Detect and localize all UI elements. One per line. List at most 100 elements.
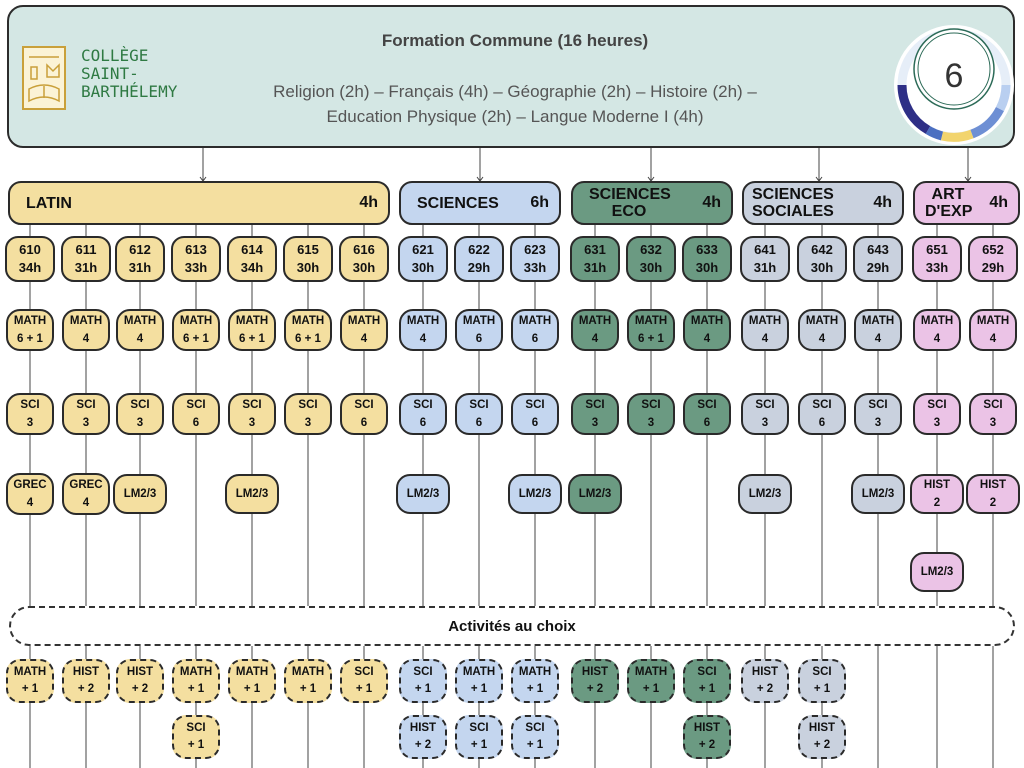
subject-614-sci-value: 3	[248, 417, 256, 429]
class-hours: 29h	[467, 260, 491, 275]
activity-622-math-label: MATH	[462, 666, 496, 678]
class-hours: 34h	[18, 260, 42, 275]
subject-642-sci-label: SCI	[812, 399, 832, 411]
activity-616-sci: SCI+ 1	[340, 659, 388, 703]
subject-613-sci-label: SCI	[186, 399, 206, 411]
activity-615-math-label: MATH	[291, 666, 325, 678]
class-code: 631	[584, 242, 606, 257]
class-hours: 30h	[411, 260, 435, 275]
subject-631-sci-label: SCI	[585, 399, 605, 411]
subject-631-sci-value: 3	[591, 417, 599, 429]
class-code: 641	[754, 242, 776, 257]
subject-623-math-label: MATH	[518, 315, 552, 327]
subject-610-math-label: MATH	[13, 315, 47, 327]
activity-613-math: MATH+ 1	[172, 659, 220, 703]
activity-612-hist-value: + 2	[131, 683, 149, 695]
activity-613-sci-label: SCI	[186, 722, 206, 734]
subject-615-math-label: MATH	[291, 315, 325, 327]
subject-632-math-value: 6 + 1	[638, 333, 664, 345]
subject-652-math-label: MATH	[976, 315, 1010, 327]
track-sciences-sociales: SCIENCES SOCIALES 4h	[742, 181, 904, 225]
track-sciences-sociales-hours: 4h	[873, 194, 892, 211]
subject-651-hist-label: HIST	[923, 479, 951, 491]
activity-642-hist-value: + 2	[813, 739, 831, 751]
activity-613-sci-value: + 1	[187, 739, 205, 751]
subject-611-sci-value: 3	[82, 417, 90, 429]
subject-623-sci-value: 6	[531, 417, 539, 429]
class-hours: 30h	[296, 260, 320, 275]
class-hours: 29h	[981, 260, 1005, 275]
common-subjects: Religion (2h) – Français (4h) – Géograph…	[209, 79, 821, 129]
subject-641-math-label: MATH	[748, 315, 782, 327]
class-hours: 33h	[925, 260, 949, 275]
activity-632-math: MATH+ 1	[627, 659, 675, 703]
subject-612-math-label: MATH	[123, 315, 157, 327]
subject-632-sci-label: SCI	[641, 399, 661, 411]
activity-623-math-label: MATH	[518, 666, 552, 678]
subject-616-math-value: 4	[360, 333, 368, 345]
class-code: 622	[468, 242, 490, 257]
subject-643-math-label: MATH	[861, 315, 895, 327]
activity-633-sci-label: SCI	[697, 666, 717, 678]
subject-614-lm2-3: LM2/3	[225, 474, 279, 514]
class-hours: 31h	[128, 260, 152, 275]
class-code: 612	[129, 242, 151, 257]
activity-633-sci-value: + 1	[698, 683, 716, 695]
activity-615-math-value: + 1	[299, 683, 317, 695]
class-code: 643	[867, 242, 889, 257]
activity-616-sci-label: SCI	[354, 666, 374, 678]
track-sciences-eco: SCIENCES ECO 4h	[571, 181, 733, 225]
class-code: 616	[353, 242, 375, 257]
subject-652-hist-value: 2	[989, 497, 997, 509]
activity-611-hist: HIST+ 2	[62, 659, 110, 703]
activity-641-hist: HIST+ 2	[741, 659, 789, 703]
activity-642-hist-label: HIST	[808, 722, 836, 734]
class-code: 613	[185, 242, 207, 257]
subject-631-sci: SCI 3	[571, 393, 619, 435]
activity-622-sci-label: SCI	[469, 722, 489, 734]
subject-612-lm2-3: LM2/3	[113, 474, 167, 514]
activity-641-hist-value: + 2	[756, 683, 774, 695]
subject-643-sci-value: 3	[874, 417, 882, 429]
subject-621-math-value: 4	[419, 333, 427, 345]
subject-643-lm2-3-label: LM2/3	[861, 488, 895, 500]
subject-641-sci-value: 3	[761, 417, 769, 429]
class-hours: 31h	[74, 260, 98, 275]
subject-633-math-label: MATH	[690, 315, 724, 327]
subject-623-lm2-3: LM2/3	[508, 474, 562, 514]
class-hours: 33h	[523, 260, 547, 275]
activity-610-math-value: + 1	[21, 683, 39, 695]
subject-614-lm2-3-label: LM2/3	[235, 488, 269, 500]
subject-611-grec-label: GREC	[69, 479, 103, 491]
school-name-line3: BARTHÉLEMY	[81, 82, 178, 101]
activity-642-sci-label: SCI	[812, 666, 832, 678]
header-title: Formation Commune (16 heures)	[381, 31, 649, 50]
subject-643-lm2-3: LM2/3	[851, 474, 905, 514]
subject-641-math-value: 4	[761, 333, 769, 345]
subject-652-sci-value: 3	[989, 417, 997, 429]
subject-612-sci-value: 3	[136, 417, 144, 429]
school-name: COLLÈGE SAINT- BARTHÉLEMY	[81, 47, 177, 101]
subject-621-sci-label: SCI	[413, 399, 433, 411]
common-training-header: COLLÈGE SAINT- BARTHÉLEMY Formation Comm…	[7, 5, 1015, 148]
activity-615-math: MATH + 1	[284, 659, 332, 703]
subject-641-sci-label: SCI	[755, 399, 775, 411]
